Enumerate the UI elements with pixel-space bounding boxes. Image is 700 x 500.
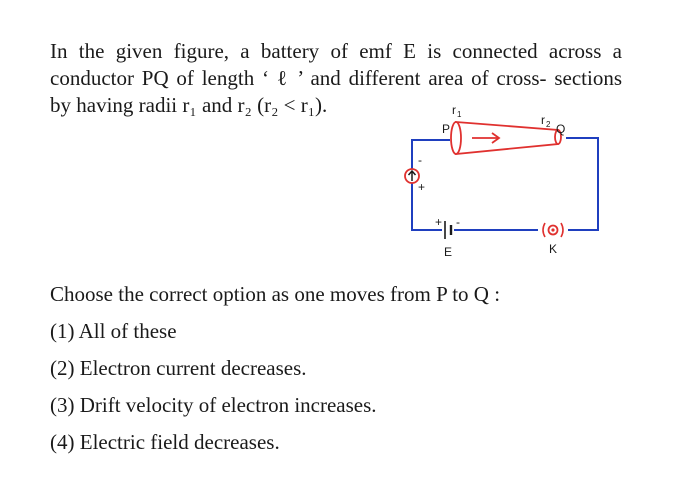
battery-minus-label: -	[456, 215, 460, 229]
label-p: P	[442, 122, 450, 136]
question-line-1: In the given figure, a battery of emf E …	[50, 39, 622, 63]
key-switch: K	[542, 222, 564, 256]
up-arrow-icon	[407, 169, 417, 176]
label-q: Q	[556, 122, 565, 136]
conductor-end-q	[554, 129, 562, 145]
question-line-3: by having radii r₁ and r₂ (r₂ < r₁).	[50, 93, 328, 117]
ammeter: - +	[404, 153, 425, 194]
key-left-arc	[542, 222, 546, 238]
ammeter-minus-label: -	[418, 153, 422, 167]
conductor-end-p	[450, 121, 462, 155]
circuit-wires	[411, 137, 599, 231]
option-2[interactable]: (2) Electron current decreases.	[50, 356, 307, 380]
wire-left	[411, 139, 450, 231]
label-r2-subscript: 2	[546, 120, 551, 129]
prompt-text: Choose the correct option as one moves f…	[50, 282, 501, 306]
battery: + - E	[435, 215, 460, 259]
option-1[interactable]: (1) All of these	[50, 319, 177, 343]
circuit-figure: - + + - E K P r 1 r 2 Q	[398, 100, 608, 260]
battery-plus-label: +	[435, 215, 442, 229]
current-arrow-head	[491, 132, 501, 144]
label-r1: r	[452, 103, 456, 117]
ammeter-plus-label: +	[418, 180, 425, 194]
option-4[interactable]: (4) Electric field decreases.	[50, 430, 280, 454]
wire-right	[566, 137, 599, 231]
battery-label-e: E	[444, 245, 452, 259]
option-3[interactable]: (3) Drift velocity of electron increases…	[50, 393, 377, 417]
answer-options: (1) All of these (2) Electron current de…	[50, 318, 377, 466]
circuit-diagram: - + + - E K P r 1 r 2 Q	[404, 103, 599, 259]
question-text: In the given figure, a battery of emf E …	[50, 38, 622, 119]
question-line-2: conductor PQ of length ‘ ℓ ’ and differe…	[50, 66, 622, 90]
key-center-dot	[551, 228, 555, 232]
conductor-pq	[450, 121, 562, 155]
label-r1-subscript: 1	[457, 110, 462, 119]
label-r2: r	[541, 113, 545, 127]
key-label-k: K	[549, 242, 557, 256]
key-right-arc	[560, 222, 564, 238]
